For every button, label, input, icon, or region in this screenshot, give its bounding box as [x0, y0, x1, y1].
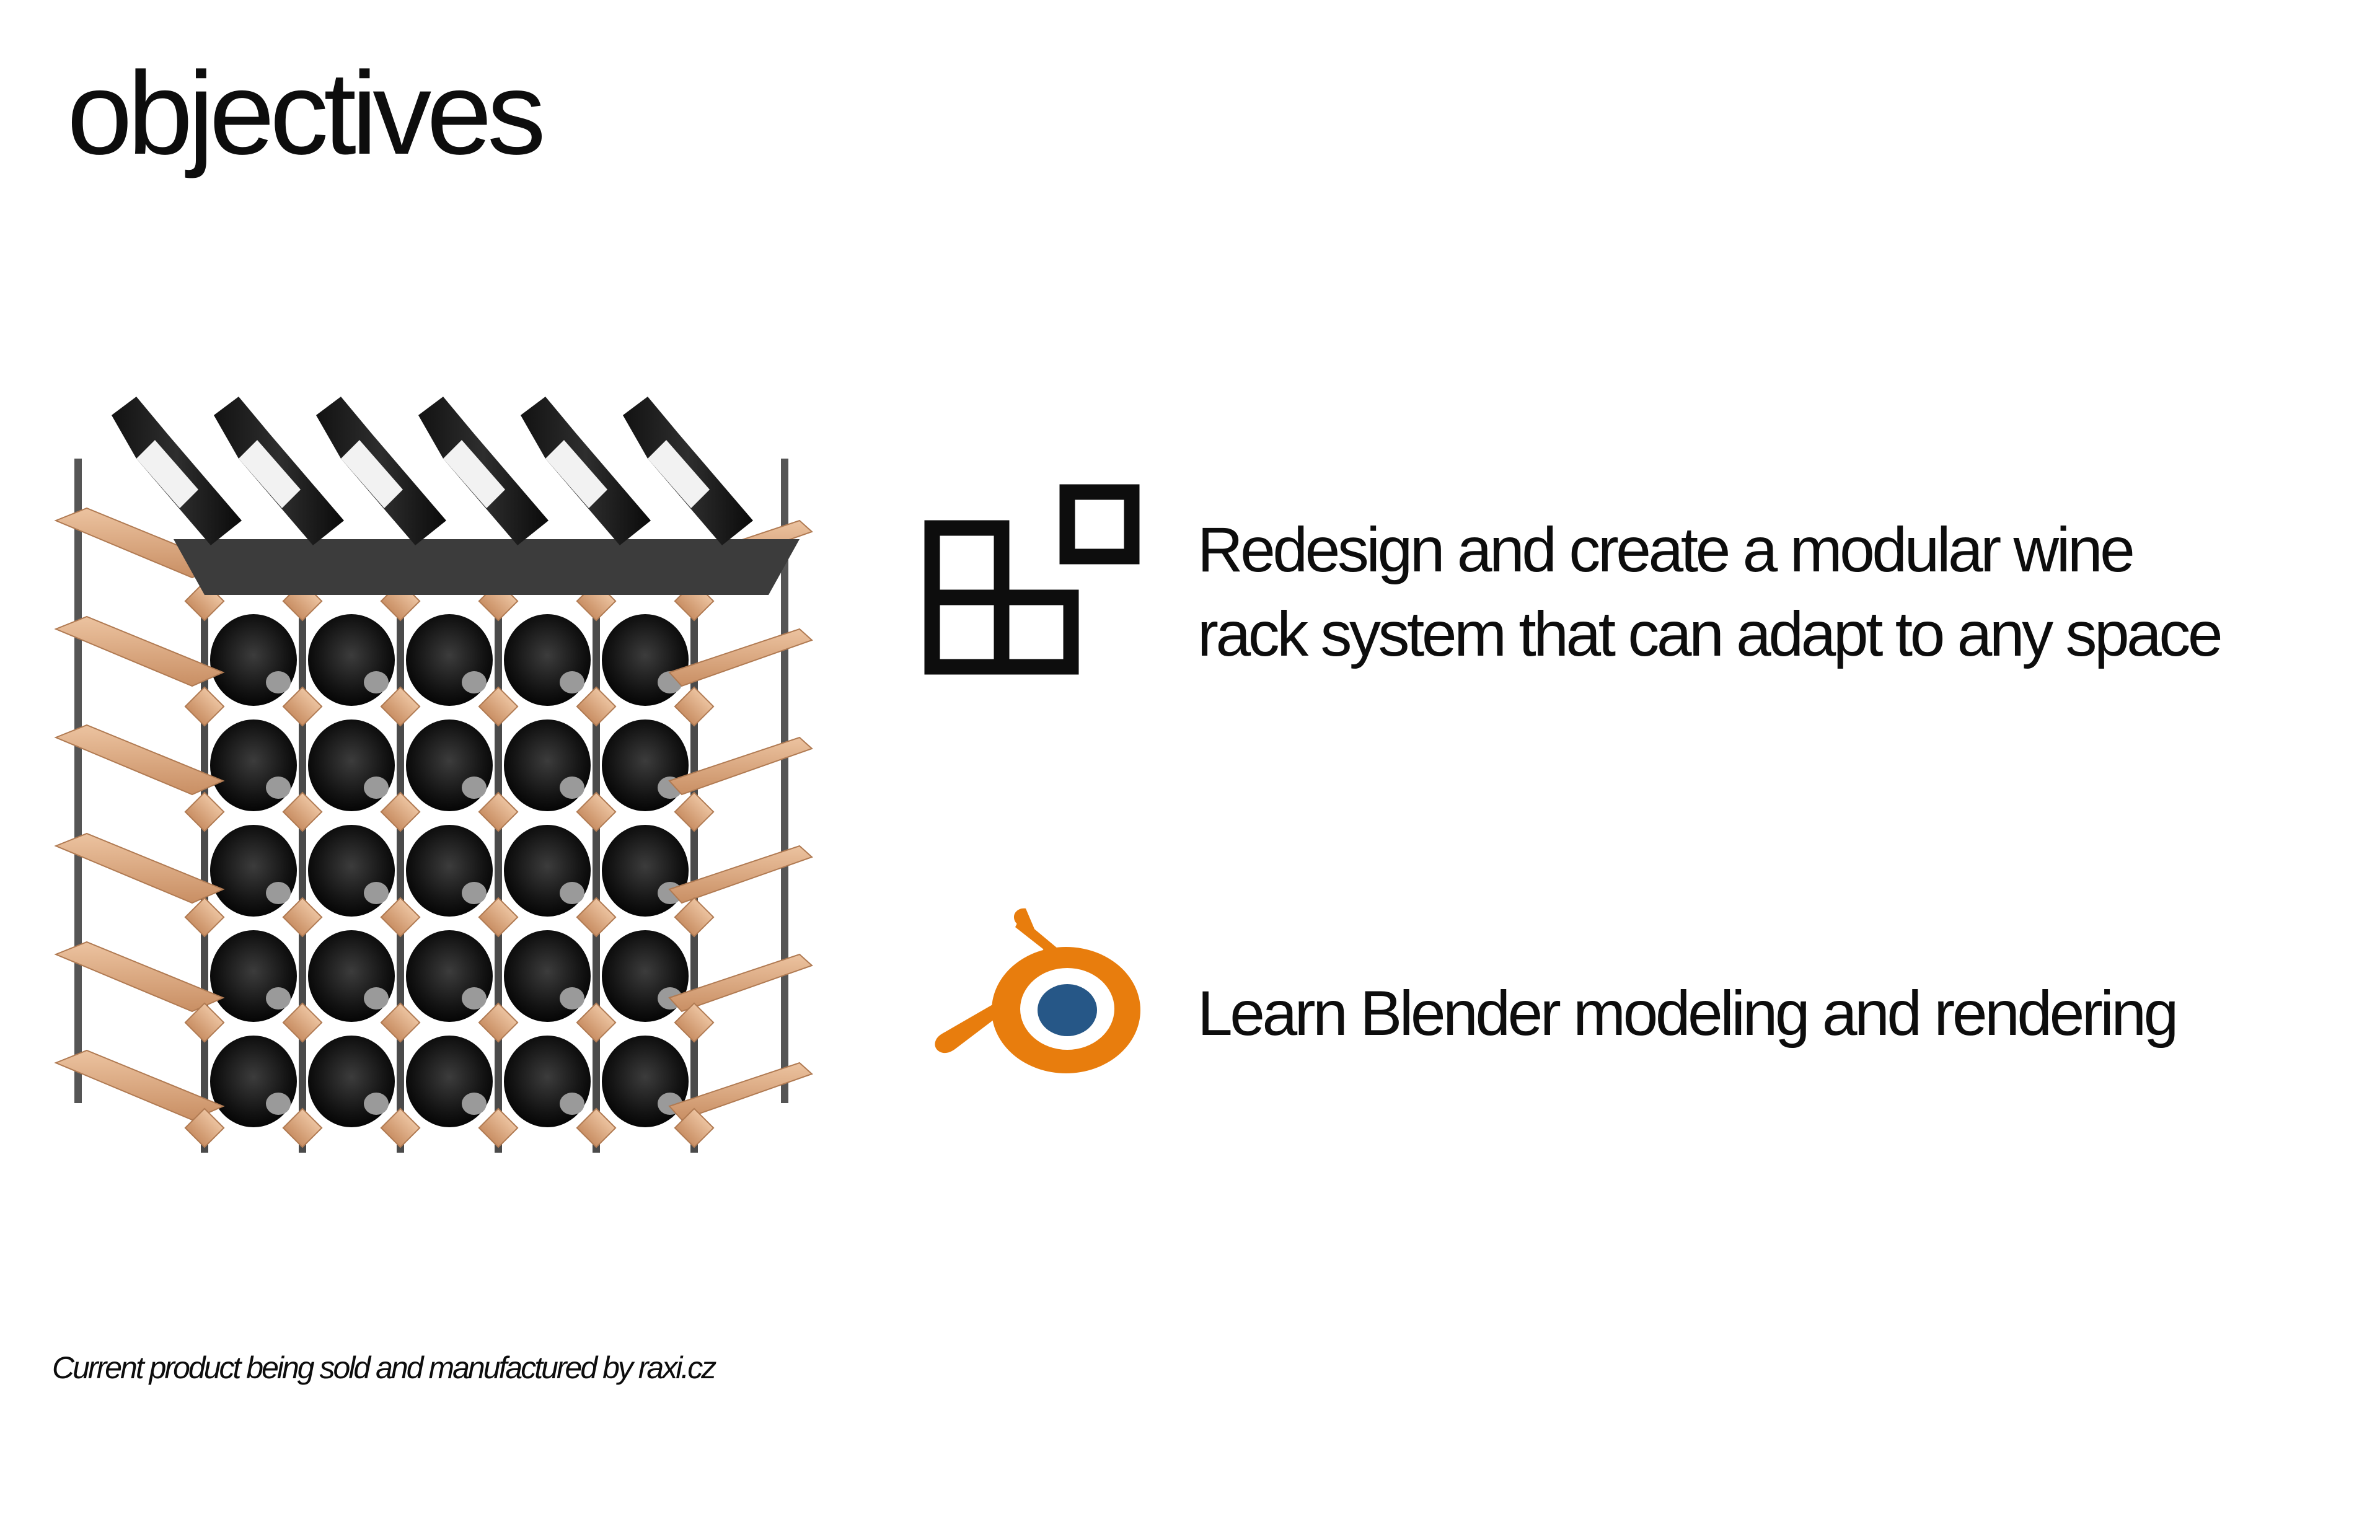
bottle-label: [443, 440, 505, 508]
rack-post: [781, 459, 788, 1103]
wood-joint: [380, 897, 421, 938]
wood-slat: [54, 1049, 225, 1121]
rack-post: [593, 583, 600, 1153]
wood-joint: [184, 1107, 225, 1148]
rack-post: [397, 583, 404, 1153]
bottle-neck: [364, 1093, 389, 1115]
wood-slat: [54, 724, 225, 796]
bottle-neck: [364, 671, 389, 693]
top-tray: [174, 539, 800, 595]
bottle-neck: [462, 777, 487, 799]
wine-rack-photo: [50, 397, 849, 1196]
wood-slat: [668, 953, 813, 1013]
wood-slat: [668, 736, 813, 796]
bottle-neck: [560, 777, 584, 799]
wood-joint: [282, 686, 323, 727]
modular-blocks-icon: [923, 483, 1140, 700]
bottle-neck: [560, 987, 584, 1010]
wood-joint: [674, 791, 715, 832]
bottle-neck: [266, 1093, 291, 1115]
wood-joint: [184, 686, 225, 727]
objective-text: Learn Blender modeling and rendering: [1197, 978, 2179, 1049]
wood-joint: [184, 791, 225, 832]
bottle-neck: [560, 671, 584, 693]
bottle-label: [648, 440, 710, 508]
objective-text: Redesign and create a modular wine rack …: [1197, 514, 2223, 669]
wood-joint: [478, 1107, 519, 1148]
wood-joint: [576, 1107, 617, 1148]
bottle-neck: [364, 777, 389, 799]
bottle-neck: [462, 882, 487, 904]
wood-slat: [54, 615, 225, 687]
rack-post: [299, 583, 306, 1153]
image-caption: Current product being sold and manufactu…: [52, 1350, 716, 1385]
bottle-neck: [560, 1093, 584, 1115]
bottle-label: [239, 440, 301, 508]
wood-joint: [282, 1002, 323, 1043]
bottle-label: [545, 440, 607, 508]
wood-joint: [674, 897, 715, 938]
wood-slat: [668, 1062, 813, 1121]
bottle-neck: [462, 671, 487, 693]
wood-joint: [576, 791, 617, 832]
wood-slat: [54, 832, 225, 904]
wood-slat: [668, 845, 813, 904]
wood-joint: [478, 1002, 519, 1043]
wood-joint: [380, 791, 421, 832]
wood-joint: [478, 897, 519, 938]
bottle-neck: [462, 1093, 487, 1115]
wood-joint: [576, 1002, 617, 1043]
wood-joint: [478, 791, 519, 832]
wood-joint: [576, 897, 617, 938]
wood-joint: [380, 686, 421, 727]
wood-joint: [674, 1107, 715, 1148]
wood-joint: [674, 1002, 715, 1043]
blender-logo-icon: [923, 905, 1140, 1122]
wood-joint: [674, 686, 715, 727]
wood-slat: [54, 941, 225, 1013]
rack-post: [495, 583, 502, 1153]
wood-joint: [282, 897, 323, 938]
bottle-neck: [462, 987, 487, 1010]
bottle-neck: [266, 777, 291, 799]
rack-post: [74, 459, 82, 1103]
bottle-neck: [266, 882, 291, 904]
wood-joint: [380, 1002, 421, 1043]
bottle-neck: [266, 671, 291, 693]
wood-slat: [668, 628, 813, 687]
page-title: objectives: [67, 48, 546, 179]
wood-joint: [282, 791, 323, 832]
wood-joint: [184, 897, 225, 938]
bottle-neck: [266, 987, 291, 1010]
bottle-neck: [560, 882, 584, 904]
objective-blender: Learn Blender modeling and rendering: [923, 905, 2344, 1122]
bottle-neck: [364, 882, 389, 904]
objective-modular-rack: Redesign and create a modular wine rack …: [923, 483, 2344, 700]
wood-joint: [478, 686, 519, 727]
bottle-label: [341, 440, 403, 508]
wood-joint: [380, 1107, 421, 1148]
wood-joint: [576, 686, 617, 727]
bottle-label: [136, 440, 198, 508]
bottle-neck: [364, 987, 389, 1010]
wood-joint: [282, 1107, 323, 1148]
wood-joint: [184, 1002, 225, 1043]
